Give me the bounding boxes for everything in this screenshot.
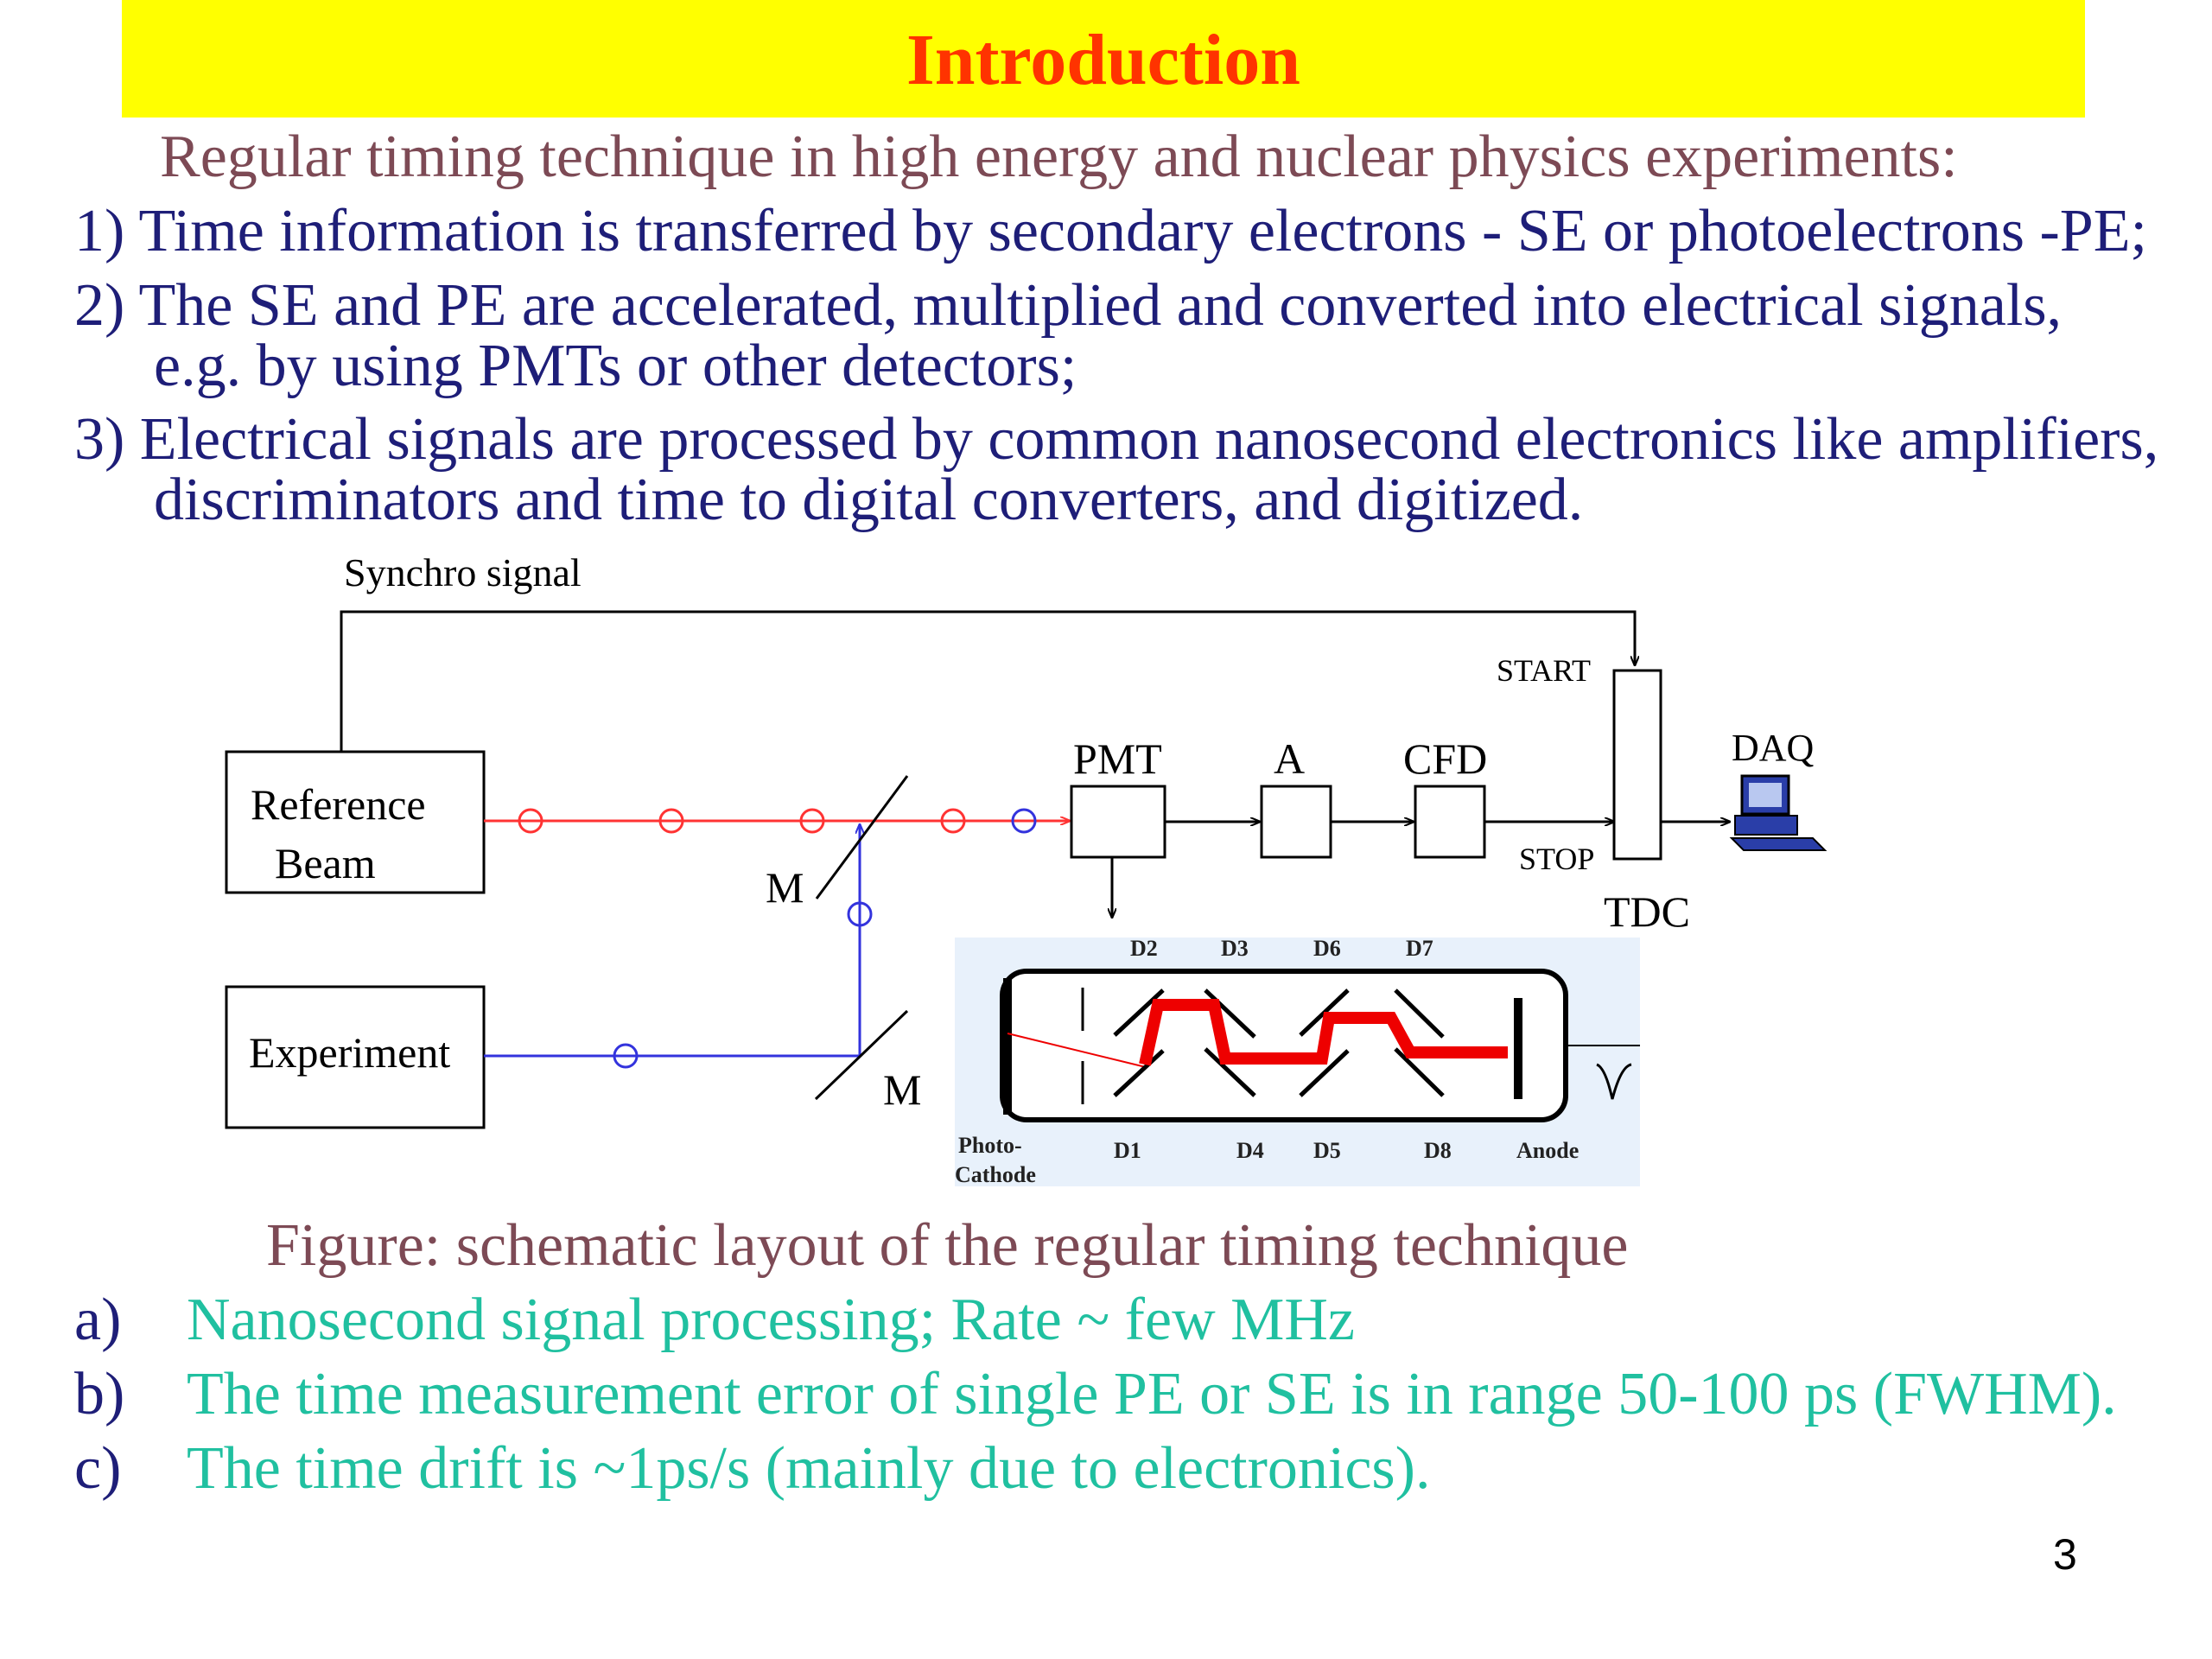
amplifier-box [1260, 785, 1332, 859]
cfd-label: CFD [1403, 734, 1487, 783]
dynode-label-bottom: D5 [1313, 1138, 1341, 1163]
dynode-label-top: D7 [1406, 936, 1433, 961]
reference-beam-label-line-2: Beam [275, 839, 376, 887]
photon-marker [799, 808, 825, 834]
point-2-line-1: 2) The SE and PE are accelerated, multip… [74, 272, 2063, 339]
anode-label: Anode [1516, 1138, 1579, 1163]
amplifier-label: A [1274, 734, 1305, 783]
pmt-tube-outline [1000, 969, 1568, 1122]
note-a-marker: a) [74, 1287, 122, 1353]
dynode-label-top: D3 [1221, 936, 1249, 961]
dynode-label-bottom: D1 [1114, 1138, 1141, 1163]
page-number: 3 [2053, 1530, 2077, 1579]
note-c-text: The time drift is ~1ps/s (mainly due to … [187, 1435, 1431, 1502]
mirror-upper-label: M [766, 863, 804, 912]
computer-icon [1729, 774, 1827, 851]
synchro-signal-label: Synchro signal [344, 550, 582, 594]
mirror-lower-label: M [883, 1065, 921, 1114]
note-b-marker: b) [74, 1361, 125, 1427]
photon-marker [847, 901, 873, 927]
intro-line: Regular timing technique in high energy … [160, 124, 1958, 190]
note-a-text: Nanosecond signal processing; Rate ~ few… [187, 1287, 1355, 1353]
reference-beam-box [225, 750, 486, 894]
cfd-box [1414, 785, 1486, 859]
dynode-label-top: D6 [1313, 936, 1341, 961]
note-c-marker: c) [74, 1435, 122, 1502]
point-3-line-2: discriminators and time to digital conve… [154, 467, 1584, 533]
daq-label: DAQ [1732, 727, 1815, 769]
synchro-signal-line [340, 610, 1635, 752]
electron-multiplication-path [1139, 999, 1508, 1066]
title-bar: Introduction [122, 0, 2085, 118]
point-1-line-1: 1) Time information is transferred by se… [74, 198, 2147, 264]
photon-marker [1011, 808, 1037, 834]
pmt-label: PMT [1073, 734, 1162, 783]
photon-marker [613, 1043, 639, 1069]
tdc-box [1612, 669, 1662, 861]
photocathode-label-line-2: Cathode [955, 1162, 1036, 1187]
dynode-label-bottom: D8 [1424, 1138, 1452, 1163]
experiment-label: Experiment [249, 1028, 450, 1077]
note-b-text: The time measurement error of single PE … [187, 1361, 2117, 1427]
dynode-label-top: D2 [1130, 936, 1158, 961]
pmt-box [1070, 785, 1166, 859]
photon-marker [518, 808, 543, 834]
mirror-lower [814, 1009, 909, 1101]
note-c: c) [74, 1433, 121, 1505]
note-b: b) [74, 1358, 124, 1431]
reference-beam-label-line-1: Reference [251, 780, 426, 829]
note-a: a) [74, 1284, 121, 1357]
mirror-upper [815, 775, 909, 899]
photoelectron-path [1007, 1033, 1147, 1068]
photon-marker [658, 808, 684, 834]
photocathode-label-line-1: Photo- [958, 1133, 1022, 1158]
slide-title: Introduction [906, 20, 1300, 100]
signal-pulse [1596, 1063, 1632, 1100]
photon-marker [940, 808, 966, 834]
reference-beam-path [484, 808, 1070, 834]
dynodes [1113, 988, 1445, 1097]
tdc-label: TDC [1604, 887, 1690, 936]
stop-label: STOP [1519, 842, 1594, 876]
point-3-line-1: 3) Electrical signals are processed by c… [74, 406, 2159, 473]
figure-caption: Figure: schematic layout of the regular … [266, 1212, 1629, 1279]
experiment-beam-path [484, 824, 873, 1069]
experiment-box [225, 985, 486, 1129]
start-label: START [1497, 653, 1591, 688]
dynode-label-bottom: D4 [1236, 1138, 1264, 1163]
point-2-line-2: e.g. by using PMTs or other detectors; [154, 333, 1077, 399]
